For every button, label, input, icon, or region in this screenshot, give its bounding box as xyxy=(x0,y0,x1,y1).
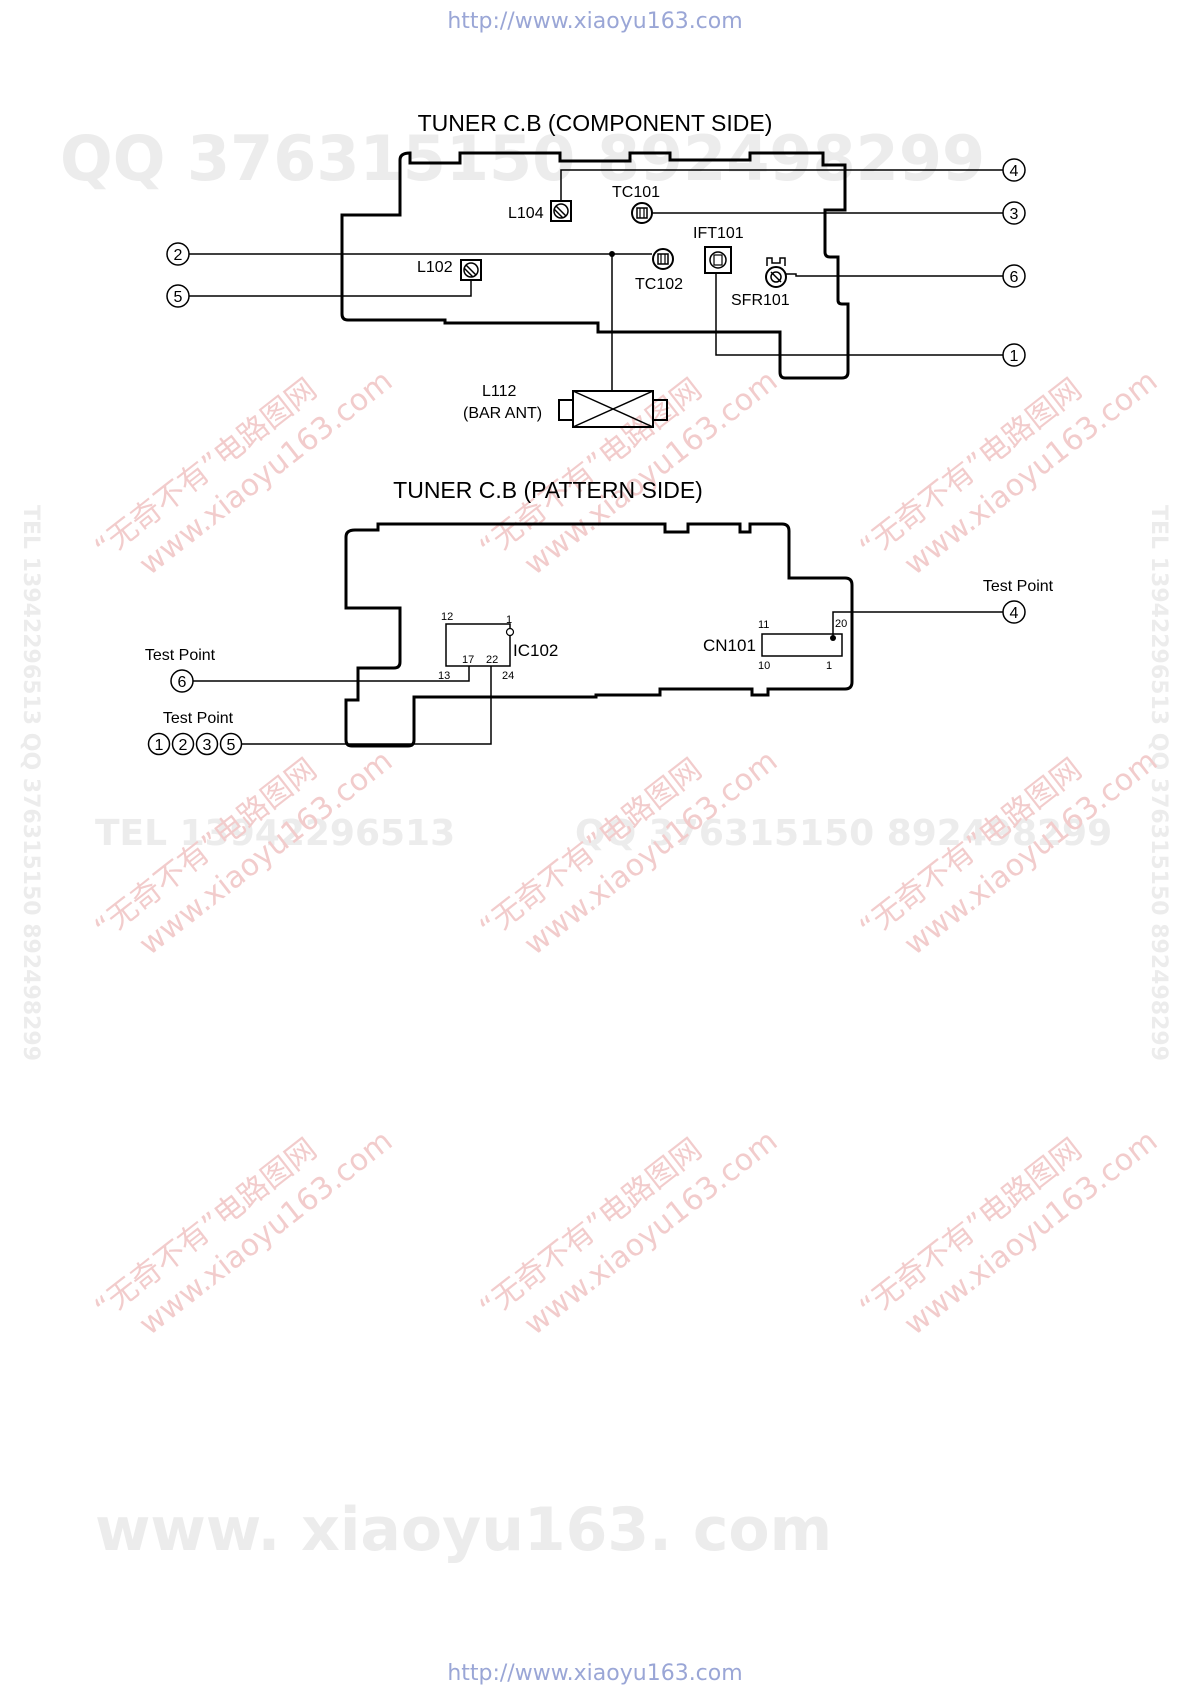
header-url[interactable]: http://www.xiaoyu163.com xyxy=(447,9,742,34)
watermark-diagonal-9: “无奇不有”电路图网 www.xiaoyu163.com xyxy=(853,1123,1164,1342)
watermark-diagonal-7: “无奇不有”电路图网 www.xiaoyu163.com xyxy=(88,1123,399,1342)
sfr101-resistor xyxy=(765,257,787,288)
sfr101-label: SFR101 xyxy=(731,292,790,309)
svg-text:3: 3 xyxy=(1010,206,1019,223)
pattern-terminal-6: 6 xyxy=(170,669,194,693)
pattern-terminal-1: 1 xyxy=(147,732,171,756)
ift101-transformer xyxy=(704,246,732,274)
cn101-pin-1: 1 xyxy=(826,660,832,672)
svg-text:1: 1 xyxy=(1010,348,1019,365)
component-board-outline xyxy=(340,151,850,380)
svg-text:5: 5 xyxy=(227,737,236,754)
component-terminal-1: 1 xyxy=(1002,343,1026,367)
pattern-board-outline xyxy=(344,522,854,748)
pattern-terminal-4: 4 xyxy=(1002,600,1026,624)
component-side-title: TUNER C.B (COMPONENT SIDE) xyxy=(418,110,773,136)
svg-text:4: 4 xyxy=(1010,163,1019,180)
pattern-side-diagram: TUNER C.B (PATTERN SIDE) 12 1 17 22 13 2… xyxy=(145,477,1054,756)
ic102-pin-1: 1 xyxy=(506,614,512,626)
svg-text:1: 1 xyxy=(155,737,164,754)
cn101-pin-11: 11 xyxy=(758,619,769,631)
pattern-terminal-3: 3 xyxy=(195,732,219,756)
ift101-label: IFT101 xyxy=(693,225,744,242)
component-terminal-4: 4 xyxy=(1002,158,1026,182)
l104-label: L104 xyxy=(508,205,544,222)
footer-url[interactable]: http://www.xiaoyu163.com xyxy=(447,1661,742,1685)
watermark-diagonal-1: “无奇不有”电路图网 www.xiaoyu163.com xyxy=(88,363,399,582)
component-side-diagram: TUNER C.B (COMPONENT SIDE) L104 TC101 IF… xyxy=(166,110,1026,428)
tc101-label: TC101 xyxy=(612,184,660,201)
watermark-side-left: TEL 13942296513 QQ 376315150 892498299 xyxy=(18,505,43,1061)
cn101-body xyxy=(761,633,843,657)
component-terminal-5: 5 xyxy=(166,284,190,308)
watermark-qq-top: QQ 376315150 892498299 xyxy=(60,122,985,195)
svg-text:4: 4 xyxy=(1010,605,1019,622)
pattern-terminal-2: 2 xyxy=(171,732,195,756)
ic102-body xyxy=(445,623,511,667)
watermark-tel-middle: TEL 13942296513 xyxy=(95,813,455,854)
l112-label: L112 xyxy=(482,383,517,400)
watermark-site-bottom: www. xiaoyu163. com xyxy=(95,1495,832,1565)
watermark-side-right: TEL 13942296513 QQ 376315150 892498299 xyxy=(1146,505,1171,1061)
svg-text:2: 2 xyxy=(179,737,188,754)
ic102-pin1-marker xyxy=(505,627,515,637)
watermark-qq-middle: QQ 376315150 892498299 xyxy=(575,813,1112,854)
svg-text:6: 6 xyxy=(178,674,187,691)
svg-text:6: 6 xyxy=(1010,269,1019,286)
component-terminal-2: 2 xyxy=(166,242,190,266)
component-wiring xyxy=(189,169,1003,391)
cn101-pin-20: 20 xyxy=(835,618,847,630)
test-point-label-1235: Test Point xyxy=(163,710,234,727)
tc102-trimmer xyxy=(652,248,674,270)
cn101-label: CN101 xyxy=(703,636,756,655)
watermark-diagonal-8: “无奇不有”电路图网 www.xiaoyu163.com xyxy=(473,1123,784,1342)
test-point-label-4: Test Point xyxy=(983,578,1054,595)
bar-ant-label: (BAR ANT) xyxy=(463,405,542,422)
pattern-wiring xyxy=(193,611,1003,745)
svg-text:3: 3 xyxy=(203,737,212,754)
l112-bar-antenna xyxy=(558,390,668,428)
ic102-pin-13: 13 xyxy=(438,670,450,682)
watermark-layer: QQ 376315150 892498299 TEL 13942296513 Q… xyxy=(18,122,1171,1565)
test-point-label-6: Test Point xyxy=(145,647,216,664)
ic102-pin-17: 17 xyxy=(462,654,474,666)
ic102-label: IC102 xyxy=(513,641,558,660)
watermark-diagonal-3: “无奇不有”电路图网 www.xiaoyu163.com xyxy=(853,363,1164,582)
ic102-pin-24: 24 xyxy=(502,670,514,682)
component-terminal-3: 3 xyxy=(1002,201,1026,225)
pattern-terminal-5: 5 xyxy=(219,732,243,756)
ic102-pin-22: 22 xyxy=(486,654,498,666)
svg-text:5: 5 xyxy=(174,289,183,306)
l102-label: L102 xyxy=(417,259,453,276)
pattern-side-title: TUNER C.B (PATTERN SIDE) xyxy=(393,477,703,503)
ic102-pin-12: 12 xyxy=(441,611,453,623)
l104-coil xyxy=(550,200,572,222)
svg-text:2: 2 xyxy=(174,247,183,264)
cn101-pin-10: 10 xyxy=(758,660,770,672)
tc101-trimmer xyxy=(631,202,653,224)
watermark-diagonal-2: “无奇不有”电路图网 www.xiaoyu163.com xyxy=(473,363,784,582)
component-terminal-6: 6 xyxy=(1002,264,1026,288)
tc102-label: TC102 xyxy=(635,276,683,293)
l102-coil xyxy=(460,259,482,281)
